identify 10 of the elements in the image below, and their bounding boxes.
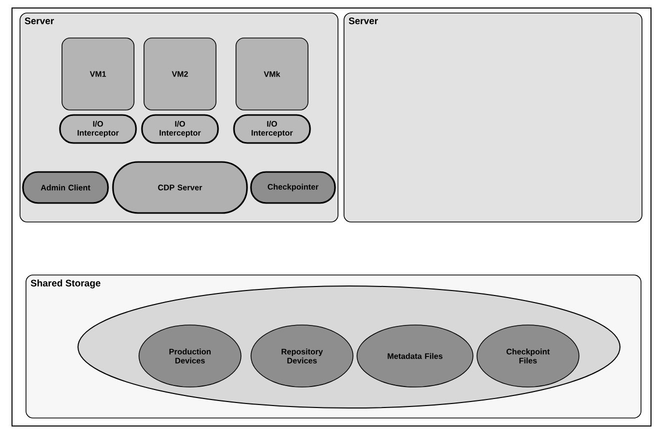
interceptor-pill: I/O Interceptor: [233, 114, 311, 144]
interceptor-pill: I/O Interceptor: [59, 114, 137, 144]
server-pill: CDP Server: [112, 161, 248, 214]
checkpointer-pill: Checkpointer: [250, 171, 336, 204]
client-pill: Admin Client: [22, 171, 109, 204]
vm-box: VM2: [144, 38, 216, 110]
interceptor-pill: I/O Interceptor: [141, 114, 219, 144]
server-box: Server: [344, 12, 642, 222]
vm-box: VMk: [236, 38, 308, 110]
vm-box: VM1: [62, 38, 134, 110]
